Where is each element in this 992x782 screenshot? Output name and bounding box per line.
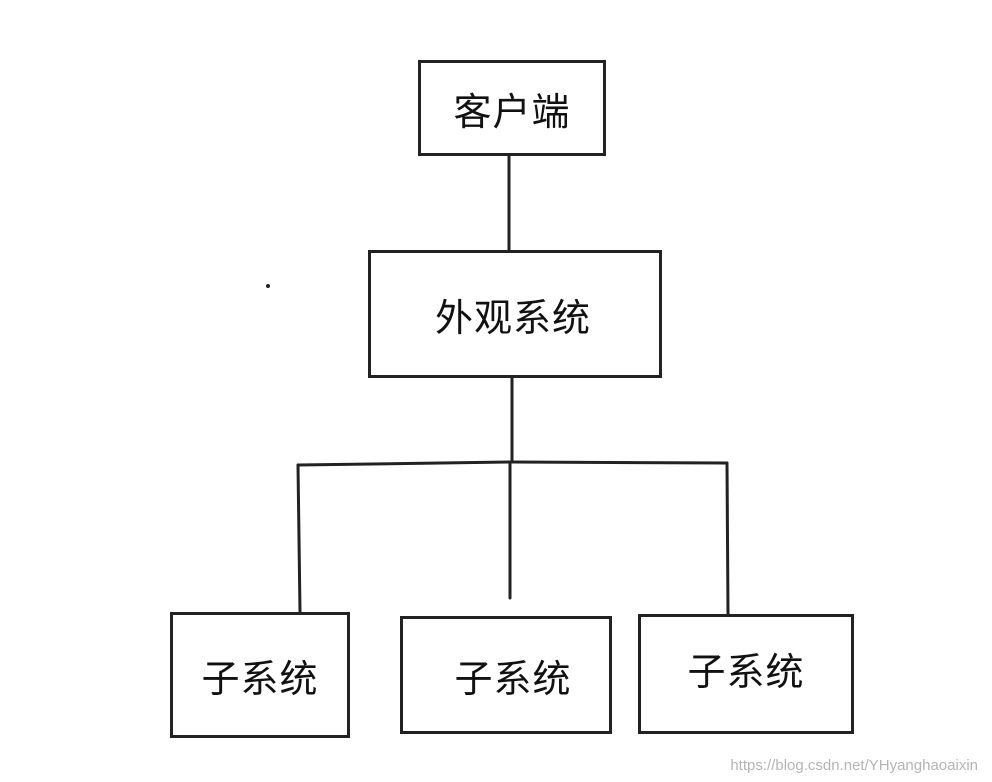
- facade-box: 外观系统: [368, 250, 662, 378]
- client-label: 客户端: [453, 89, 571, 134]
- facade-label: 外观系统: [434, 295, 591, 340]
- watermark-url: https://blog.csdn.net/YHyanghaoaixin: [730, 757, 978, 774]
- subsystem-label: 子系统: [454, 656, 572, 701]
- connector-to-subsystem-3: [725, 461, 730, 616]
- client-box: 客户端: [418, 60, 606, 156]
- stray-dot: [266, 284, 270, 288]
- connector-to-subsystem-1: [296, 463, 302, 614]
- subsystem-box: 子系统: [638, 614, 854, 734]
- subsystem-label: 子系统: [687, 649, 805, 694]
- subsystem-box: 子系统: [400, 616, 612, 734]
- connector-horizontal-bus: [296, 460, 729, 467]
- subsystem-box: 子系统: [170, 612, 350, 738]
- subsystem-label: 子系统: [201, 656, 319, 701]
